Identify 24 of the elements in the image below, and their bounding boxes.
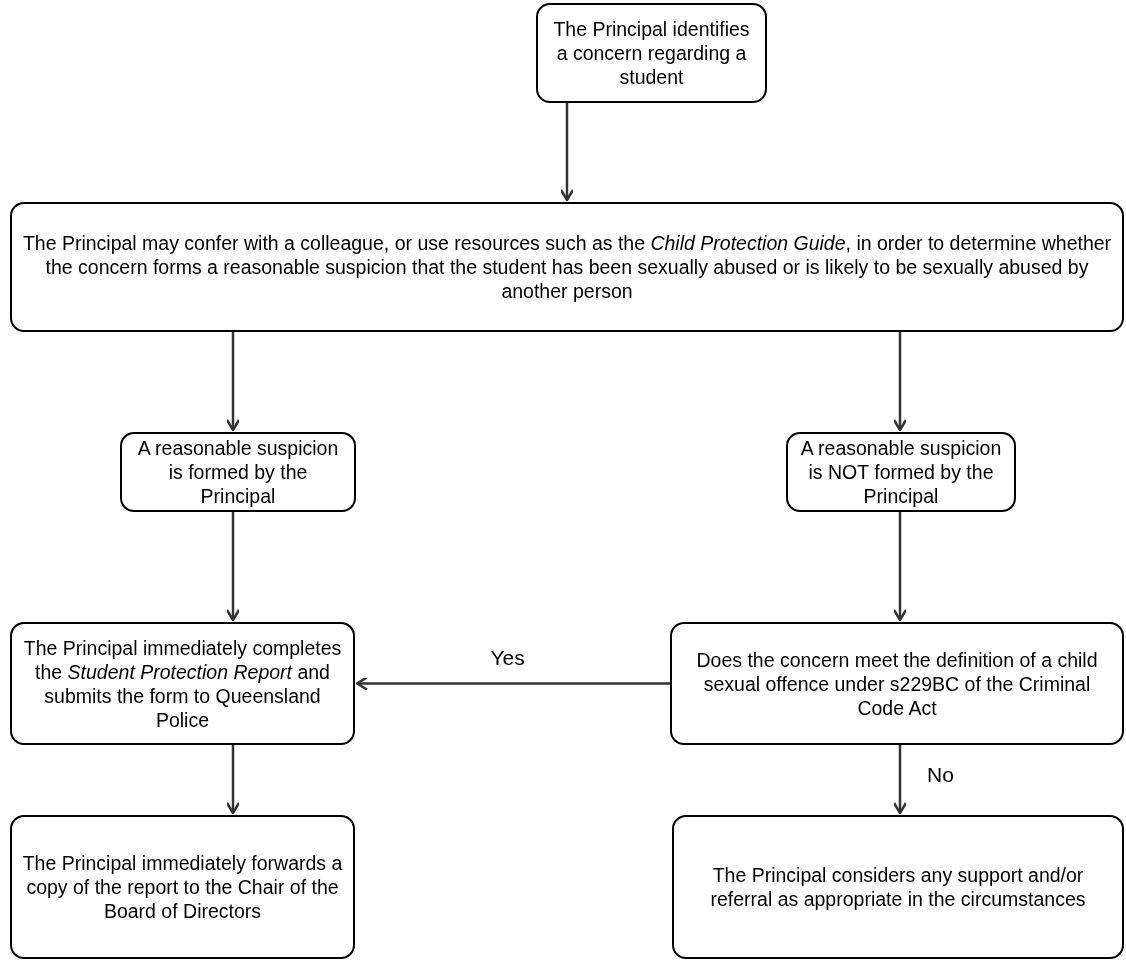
arrow bbox=[892, 332, 908, 432]
box-text: A reasonable suspicion is formed by the Principal bbox=[136, 436, 340, 508]
arrow bbox=[892, 745, 908, 815]
arrow bbox=[892, 512, 908, 622]
arrow bbox=[355, 676, 670, 691]
box-text: The Principal immediately completes the Student Protection Report and submits the form to Queensland Police bbox=[22, 635, 343, 732]
process-box bbox=[120, 432, 356, 512]
arrow bbox=[225, 745, 241, 815]
box-text: Does the concern meet the definition of a child sexual offence under s229BC of the Criminal Code Act bbox=[695, 647, 1099, 720]
process-box bbox=[10, 815, 355, 959]
box-text: The Principal considers any support and/or referral as appropriate in the circumstances bbox=[709, 863, 1087, 911]
process-box bbox=[672, 815, 1124, 959]
process-box bbox=[536, 3, 767, 103]
box-text: The Principal immediately forwards a copy of the report to the Chair of the Board of Directors bbox=[21, 851, 344, 923]
process-box bbox=[670, 622, 1124, 745]
box-text: The Principal may confer with a colleague, or use resources such as the Child Protection Guide, in order to determine whether the concern forms a reasonable suspicion that the student has been sexually abused or is likely to be sexually abused by another person bbox=[21, 231, 1113, 303]
process-box bbox=[786, 432, 1016, 512]
process-box bbox=[10, 202, 1124, 332]
box-text: The Principal identifies a concern regarding a student bbox=[552, 17, 751, 89]
process-box bbox=[10, 622, 355, 745]
arrow bbox=[559, 103, 575, 202]
arrow bbox=[225, 332, 241, 432]
arrow bbox=[225, 512, 241, 622]
box-text: A reasonable suspicion is NOT formed by the Principal bbox=[799, 436, 1003, 508]
